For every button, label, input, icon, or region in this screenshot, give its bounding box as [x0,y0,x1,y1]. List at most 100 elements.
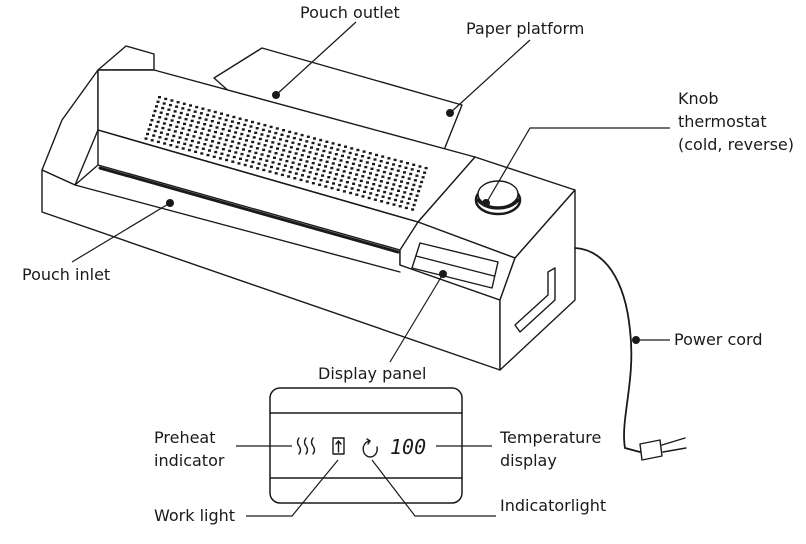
vent-hole [327,156,331,159]
vent-hole [242,148,245,151]
vent-hole [342,150,346,153]
vent-hole [249,125,253,128]
vent-hole [168,103,172,107]
vent-hole [417,189,421,193]
vent-hole [240,152,244,156]
vent-hole [385,161,389,165]
vent-hole [319,138,323,142]
vent-hole [296,147,300,151]
vent-hole [263,124,267,127]
vent-hole [392,183,396,186]
vent-hole [300,133,304,137]
vent-hole [404,206,408,210]
vent-hole [178,136,182,139]
vent-hole [209,124,213,127]
vent-hole [336,168,340,171]
vent-hole [356,148,360,152]
vent-hole [305,160,309,163]
vent-hole [184,138,188,141]
vent-hole [373,178,377,181]
vent-hole [288,170,292,174]
vent-hole [330,186,334,190]
vent-hole [279,158,283,161]
vent-hole [308,171,312,174]
vent-hole [355,173,359,176]
vent-hole [217,141,221,145]
vent-hole [424,166,428,170]
vent-hole [280,133,284,136]
vent-hole [276,147,279,150]
vent-hole [232,115,236,119]
vent-hole [146,132,149,136]
vent-hole [344,165,348,168]
vent-hole [305,140,309,143]
vent-hole [386,181,390,185]
vent-hole [159,111,163,114]
vent-hole [324,185,328,188]
vent-hole [226,134,230,137]
vent-hole [407,197,411,200]
vent-hole [355,193,359,196]
vent-hole [418,185,422,188]
vent-hole [361,155,365,158]
vent-hole [373,158,377,161]
vent-hole [265,159,269,162]
vent-hole [361,175,365,178]
vent-hole [372,183,376,186]
vent-hole [384,166,388,169]
vent-hole [352,182,356,185]
vent-hole [364,165,368,169]
vent-hole [279,138,282,141]
vent-hole [277,162,281,166]
vent-hole [291,141,295,144]
vent-hole [395,194,399,197]
vent-hole [403,191,407,194]
vent-hole [378,184,382,188]
vent-hole [266,154,270,158]
vent-hole [156,140,160,144]
vent-hole [155,105,158,108]
vent-hole [367,196,371,200]
vent-hole [245,139,248,142]
vent-hole [294,172,298,175]
vent-hole [248,150,252,153]
vent-hole [224,118,228,122]
vent-hole [294,132,298,135]
vent-hole [181,127,185,130]
vent-hole [336,188,340,191]
vent-hole [196,121,200,124]
vent-hole [252,136,256,139]
vent-hole [175,145,179,149]
vent-hole [311,141,315,145]
vent-hole [389,172,393,175]
vent-hole [195,146,199,149]
vent-hole [190,139,194,143]
vent-hole [375,193,379,197]
vent-hole [370,167,374,170]
vent-hole [201,107,205,110]
vent-hole [350,187,354,190]
vent-hole [176,101,180,104]
vent-hole [268,170,272,173]
vent-hole [164,117,168,121]
vent-hole [229,125,233,128]
vent-hole [314,172,318,176]
vent-hole [272,136,276,139]
vent-hole [234,151,238,154]
vent-hole [200,152,204,155]
vent-hole [260,153,264,156]
vent-hole [300,154,304,157]
vent-hole [153,109,157,113]
vent-hole [399,160,403,163]
vent-hole [387,157,391,160]
vent-hole [211,140,214,143]
vent-hole [218,117,222,120]
label-power-cord: Power cord [674,330,763,349]
vent-hole [212,115,216,118]
vent-hole [220,112,223,115]
vent-hole [404,186,408,189]
vent-hole [231,140,235,143]
vent-hole [218,137,222,140]
vent-hole [162,102,166,105]
